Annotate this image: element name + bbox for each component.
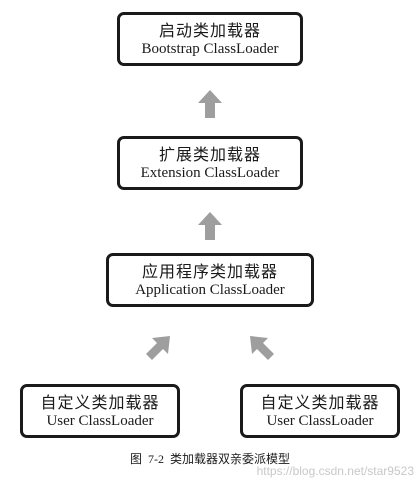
user-left-label-en: User ClassLoader	[46, 412, 154, 429]
watermark-url: https://blog.csdn.net/star9523	[256, 464, 414, 478]
figure-caption: 图 7-2 类加载器双亲委派模型	[0, 450, 420, 467]
arrow-diagonal-user1-to-application	[146, 336, 170, 360]
bootstrap-label-en: Bootstrap ClassLoader	[141, 40, 279, 57]
user-right-label-en: User ClassLoader	[266, 412, 374, 429]
application-classloader-box: 应用程序类加载器 Application ClassLoader	[106, 253, 314, 307]
user-right-label-zh: 自定义类加载器	[260, 392, 380, 412]
user-classloader-box-right: 自定义类加载器 User ClassLoader	[240, 384, 400, 438]
caption-prefix: 图	[129, 452, 142, 466]
application-label-zh: 应用程序类加载器	[141, 261, 278, 281]
arrow-up-extension-to-bootstrap	[198, 90, 222, 118]
application-label-en: Application ClassLoader	[135, 281, 285, 298]
bootstrap-label-zh: 启动类加载器	[158, 20, 261, 40]
user-left-label-zh: 自定义类加载器	[40, 392, 160, 412]
extension-label-en: Extension ClassLoader	[140, 164, 280, 181]
caption-text: 类加载器双亲委派模型	[170, 452, 291, 466]
arrow-up-application-to-extension	[198, 212, 222, 240]
extension-classloader-box: 扩展类加载器 Extension ClassLoader	[117, 136, 303, 190]
caption-number: 7-2	[148, 452, 164, 466]
bootstrap-classloader-box: 启动类加载器 Bootstrap ClassLoader	[117, 12, 303, 66]
extension-label-zh: 扩展类加载器	[158, 144, 261, 164]
user-classloader-box-left: 自定义类加载器 User ClassLoader	[20, 384, 180, 438]
arrow-diagonal-user2-to-application	[250, 336, 274, 360]
